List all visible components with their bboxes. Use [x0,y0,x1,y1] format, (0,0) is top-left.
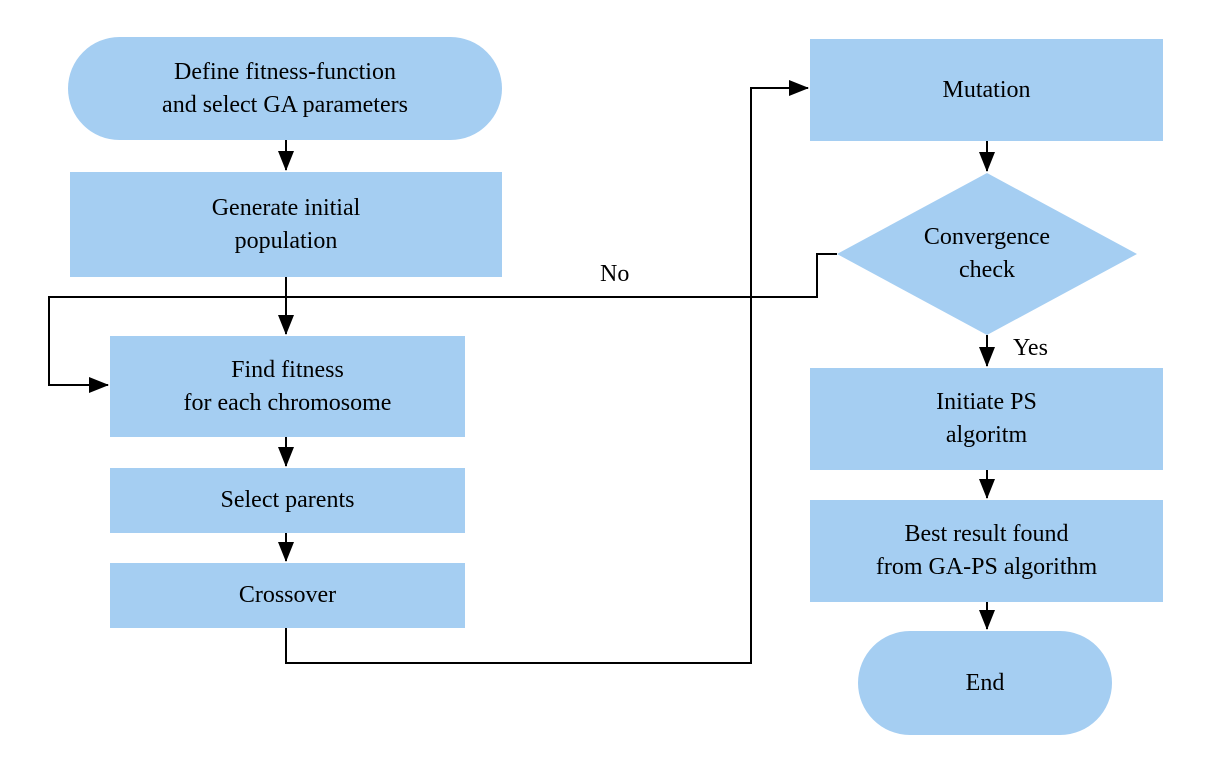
node-initiate-ps-algorithm: Initiate PS algoritm [810,368,1163,470]
node-select-parents: Select parents [110,468,465,533]
node-label: Convergence check [923,224,1051,283]
edge-convergence-no-to-fitness [48,253,837,393]
node-label: Generate initial population [211,194,361,254]
node-best-result-found: Best result found from GA-PS algorithm [810,500,1163,602]
node-label: Crossover [238,582,337,608]
node-label: Mutation [942,76,1031,103]
edge-crossover-to-mutation [285,80,809,664]
branch-label-yes: Yes [1013,335,1048,361]
node-generate-initial-population: Generate initial population [70,172,502,277]
node-define-fitness-function: Define fitness-function and select GA pa… [68,37,502,140]
branch-label-no: No [600,261,630,287]
node-convergence-check: Convergence check [837,173,1137,335]
node-end: End [858,631,1112,735]
node-find-fitness: Find fitness for each chromosome [110,336,465,437]
node-mutation: Mutation [810,39,1163,141]
node-label: End [965,669,1005,696]
node-label: Initiate PS algoritm [936,389,1037,448]
node-label: Select parents [220,487,355,513]
node-label: Best result found from GA-PS algorithm [875,521,1098,580]
node-label: Define fitness-function and select GA pa… [162,58,408,118]
node-crossover: Crossover [110,563,465,628]
node-label: Find fitness for each chromosome [183,356,392,416]
